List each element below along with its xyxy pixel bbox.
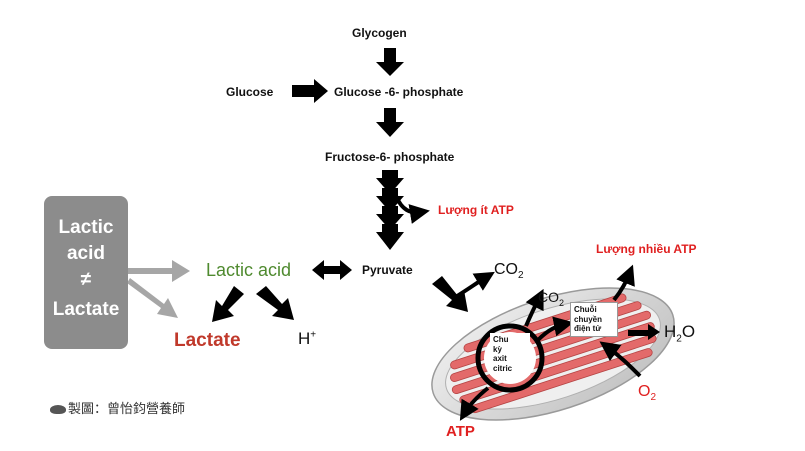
electron-transport-chain-label: Chuỗi chuyền điện tử [570, 302, 618, 337]
high-atp-label: Lượng nhiều ATP [596, 242, 697, 256]
lactate-label: Lactate [174, 330, 241, 351]
arrow-to-low-atp [394, 195, 430, 224]
fructose-6-phosphate-label: Fructose-6- phosphate [325, 150, 455, 164]
box-line-2: acid [66, 243, 106, 264]
hydrogen-ion-label: H+ [298, 329, 317, 348]
arrow-g6p-to-f6p [376, 108, 404, 137]
low-atp-label: Lượng ít ATP [438, 203, 514, 217]
box-line-1: Lactic [58, 217, 114, 238]
atp-bottom-label: ATP [446, 423, 475, 440]
credit-text: 製圖：曾怡鈞營養師 [68, 401, 186, 416]
arrow-to-co2-top [452, 271, 495, 300]
arrow-glucose-to-g6p [292, 79, 328, 103]
box-line-3: ≠ [80, 269, 92, 290]
arrow-etc-to-h2o [628, 324, 660, 340]
arrow-o2-to-etc [599, 341, 642, 378]
arrow-f6p-to-pyruvate [376, 170, 404, 250]
arrow-lactic-to-hplus [256, 286, 294, 320]
arrow-pyruvate-to-mito [432, 276, 468, 312]
arrow-etc-to-high-atp [612, 264, 635, 302]
lactic-acid-label: Lactic acid [206, 260, 292, 280]
glycogen-label: Glycogen [352, 26, 407, 40]
arrow-krebs-to-co2 [524, 288, 544, 327]
logo-icon [50, 405, 66, 415]
arrow-glycogen-to-g6p [376, 48, 404, 76]
arrow-box-to-lactic [128, 260, 190, 282]
box-line-4: Lactate [52, 299, 120, 320]
co2-mito-label: CO2 [538, 289, 565, 308]
h2o-label: H2O [664, 322, 696, 345]
o2-label: O2 [638, 383, 657, 404]
arrow-box-to-lactate [127, 278, 178, 318]
co2-top-label: CO2 [494, 261, 524, 282]
credit-line: 製圖：曾怡鈞營養師 [50, 402, 185, 415]
arrow-lactic-to-lactate [212, 286, 244, 322]
arrow-krebs-to-atp [459, 386, 490, 421]
krebs-cycle-label: Chu kỳ axit citric [490, 333, 530, 376]
lactic-not-lactate-box: Lactic acid ≠ Lactate [44, 196, 128, 349]
glucose-label: Glucose [226, 85, 274, 99]
arrow-krebs-to-etc [536, 316, 574, 342]
glucose-6-phosphate-label: Glucose -6- phosphate [334, 85, 464, 99]
arrow-pyruvate-lactic [312, 260, 352, 280]
pyruvate-label: Pyruvate [362, 263, 413, 277]
